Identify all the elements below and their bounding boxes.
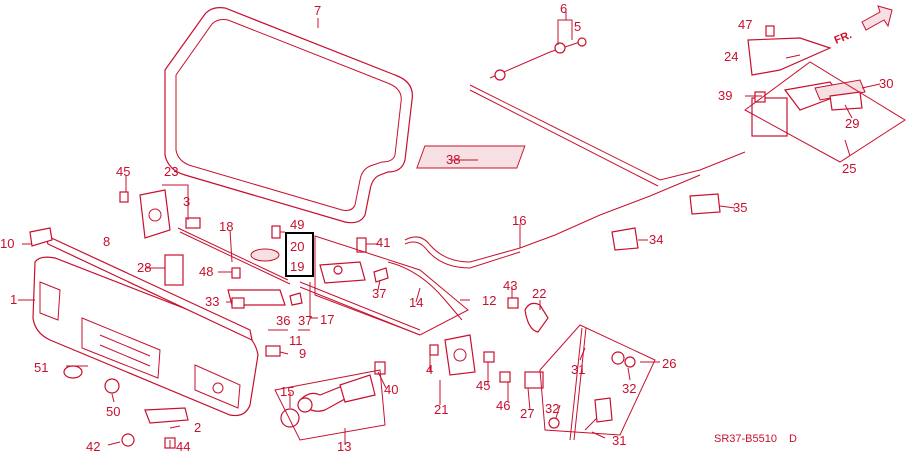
trunk-lid-panel <box>29 227 259 417</box>
callout-24: 24 <box>724 49 738 64</box>
callout-45a: 45 <box>116 164 130 179</box>
callout-37a: 37 <box>298 313 312 328</box>
callout-7: 7 <box>314 3 321 18</box>
callout-32b: 32 <box>622 381 636 396</box>
callout-2: 2 <box>194 420 201 435</box>
callout-26: 26 <box>662 356 676 371</box>
callout-18: 18 <box>219 219 233 234</box>
callout-9: 9 <box>299 346 306 361</box>
callout-30: 30 <box>879 76 893 91</box>
callout-38: 38 <box>446 152 460 167</box>
callout-29: 29 <box>845 116 859 131</box>
callout-13: 13 <box>337 439 351 453</box>
callout-44: 44 <box>176 439 190 453</box>
callout-6: 6 <box>560 1 567 16</box>
highlight-box <box>285 232 314 277</box>
callout-51: 51 <box>34 360 48 375</box>
callout-4: 4 <box>426 362 433 377</box>
callout-12: 12 <box>482 293 496 308</box>
callout-47: 47 <box>738 17 752 32</box>
callout-45b: 45 <box>476 378 490 393</box>
callout-32a: 32 <box>545 401 559 416</box>
callout-19: 19 <box>290 259 304 274</box>
group-boxes <box>274 61 906 441</box>
callout-40: 40 <box>384 382 398 397</box>
callout-3: 3 <box>183 194 190 209</box>
drawing-code: SR37-B5510 <box>714 433 777 445</box>
callout-10: 10 <box>0 236 14 251</box>
callout-16: 16 <box>512 213 526 228</box>
callout-36: 36 <box>276 313 290 328</box>
callout-49: 49 <box>290 217 304 232</box>
callout-42: 42 <box>86 439 100 453</box>
callout-35: 35 <box>733 200 747 215</box>
callout-48: 48 <box>199 264 213 279</box>
callout-31b: 31 <box>612 433 626 448</box>
callout-43: 43 <box>503 278 517 293</box>
trunk-seal <box>164 7 413 224</box>
callout-46: 46 <box>496 398 510 413</box>
callout-34: 34 <box>649 232 663 247</box>
callout-22: 22 <box>532 286 546 301</box>
callout-15: 15 <box>280 384 294 399</box>
callout-23: 23 <box>164 164 178 179</box>
callout-27: 27 <box>520 406 534 421</box>
callout-28: 28 <box>137 260 151 275</box>
drawing-code-suffix: D <box>789 433 797 445</box>
callout-37b: 37 <box>372 286 386 301</box>
callout-17: 17 <box>320 312 334 327</box>
callout-33: 33 <box>205 294 219 309</box>
small-parts <box>63 25 866 449</box>
callout-50: 50 <box>106 404 120 419</box>
callout-1: 1 <box>10 292 17 307</box>
front-direction-arrow: FR. <box>833 5 893 47</box>
callout-14: 14 <box>409 295 423 310</box>
callout-39: 39 <box>718 88 732 103</box>
callout-25: 25 <box>842 161 856 176</box>
callout-8: 8 <box>103 234 110 249</box>
front-direction-label: FR. <box>833 29 854 47</box>
callout-31a: 31 <box>571 362 585 377</box>
callout-21: 21 <box>434 402 448 417</box>
callout-20: 20 <box>290 239 304 254</box>
callout-labels: 1 2 3 4 5 6 7 8 9 10 11 12 13 14 15 16 1… <box>0 1 893 453</box>
callout-11: 11 <box>289 333 303 348</box>
callout-41: 41 <box>376 235 390 250</box>
callout-5: 5 <box>574 19 581 34</box>
leader-lines <box>18 12 881 448</box>
